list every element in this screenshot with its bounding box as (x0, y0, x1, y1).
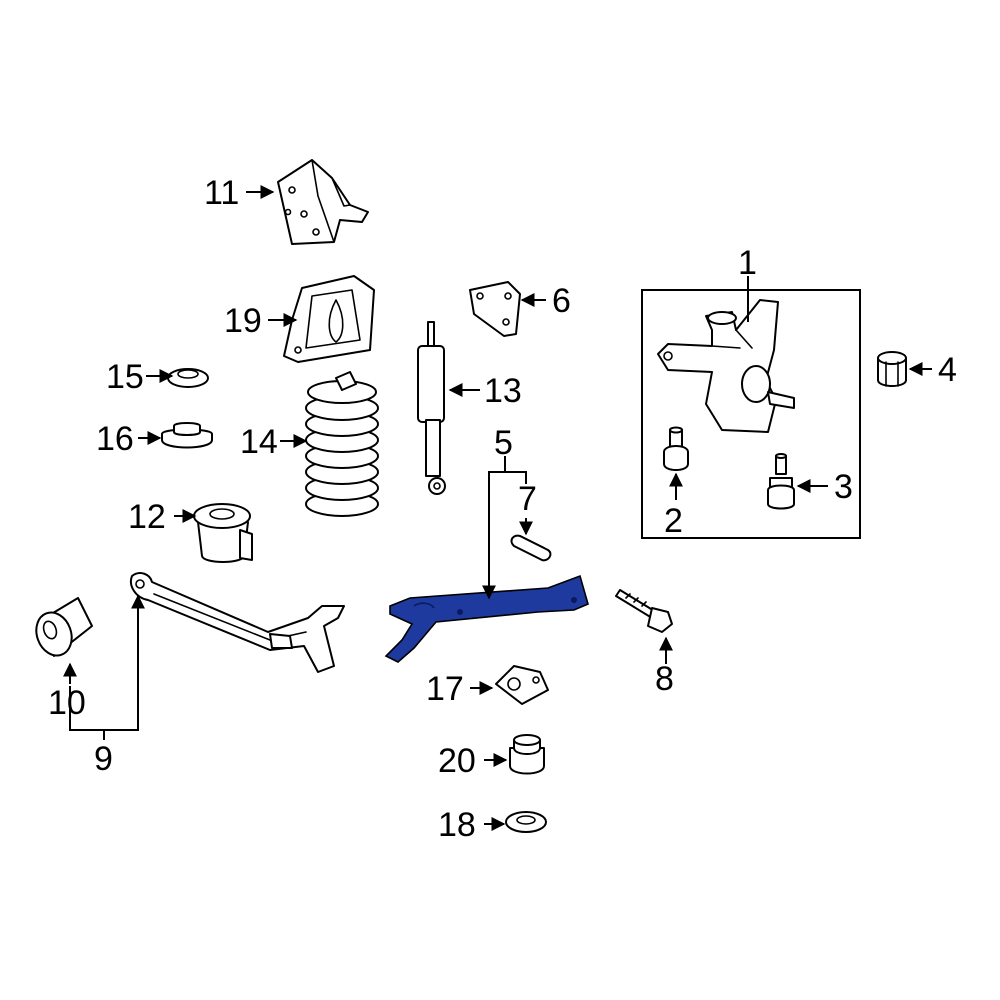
part-5-axle-arm[interactable] (384, 574, 589, 663)
callout-3: 3 (834, 468, 853, 506)
part-19-spring-seat-bracket[interactable] (283, 275, 375, 363)
leader-lines (63, 185, 932, 831)
callout-1: 1 (738, 244, 757, 282)
callout-6: 6 (552, 282, 571, 320)
part-2-ball-joint[interactable] (663, 426, 689, 471)
callout-12: 12 (128, 498, 166, 536)
part-17-bracket[interactable] (495, 665, 549, 705)
part-13-shock-absorber[interactable] (417, 321, 446, 495)
callout-5: 5 (494, 424, 513, 462)
part-1-spindle[interactable] (657, 299, 795, 433)
callout-17: 17 (426, 670, 464, 708)
callout-8: 8 (655, 660, 674, 698)
callout-19: 19 (224, 302, 262, 340)
callout-13: 13 (484, 372, 522, 410)
callout-15: 15 (106, 358, 144, 396)
callout-10: 10 (48, 684, 86, 722)
part-14-coil-spring[interactable] (305, 371, 379, 517)
part-6-bracket[interactable] (469, 281, 521, 337)
callout-7: 7 (518, 480, 537, 518)
part-3-ball-joint[interactable] (767, 453, 795, 510)
callout-20: 20 (438, 742, 476, 780)
part-12-bushing[interactable] (193, 503, 253, 563)
part-8-bolt[interactable] (615, 589, 673, 633)
part-11-bracket[interactable] (277, 159, 369, 245)
callout-14: 14 (240, 423, 278, 461)
part-7-bushing[interactable] (510, 534, 552, 562)
callout-2: 2 (664, 502, 683, 540)
callout-labels: 11 19 15 16 14 12 13 6 1 4 2 3 5 7 8 10 … (48, 174, 957, 844)
callout-9: 9 (94, 740, 113, 778)
callout-4: 4 (938, 351, 957, 389)
part-20-bushing[interactable] (509, 734, 545, 775)
assembly-box (641, 289, 861, 539)
callout-18: 18 (438, 806, 476, 844)
callout-11: 11 (204, 174, 239, 212)
part-10-bushing[interactable] (31, 597, 93, 660)
part-18-washer[interactable] (505, 811, 547, 833)
part-4-nut[interactable] (877, 351, 907, 387)
part-15-insulator[interactable] (167, 368, 209, 388)
part-9-radius-arm[interactable] (130, 572, 345, 673)
callout-16: 16 (96, 420, 134, 458)
part-16-insulator[interactable] (161, 422, 213, 449)
